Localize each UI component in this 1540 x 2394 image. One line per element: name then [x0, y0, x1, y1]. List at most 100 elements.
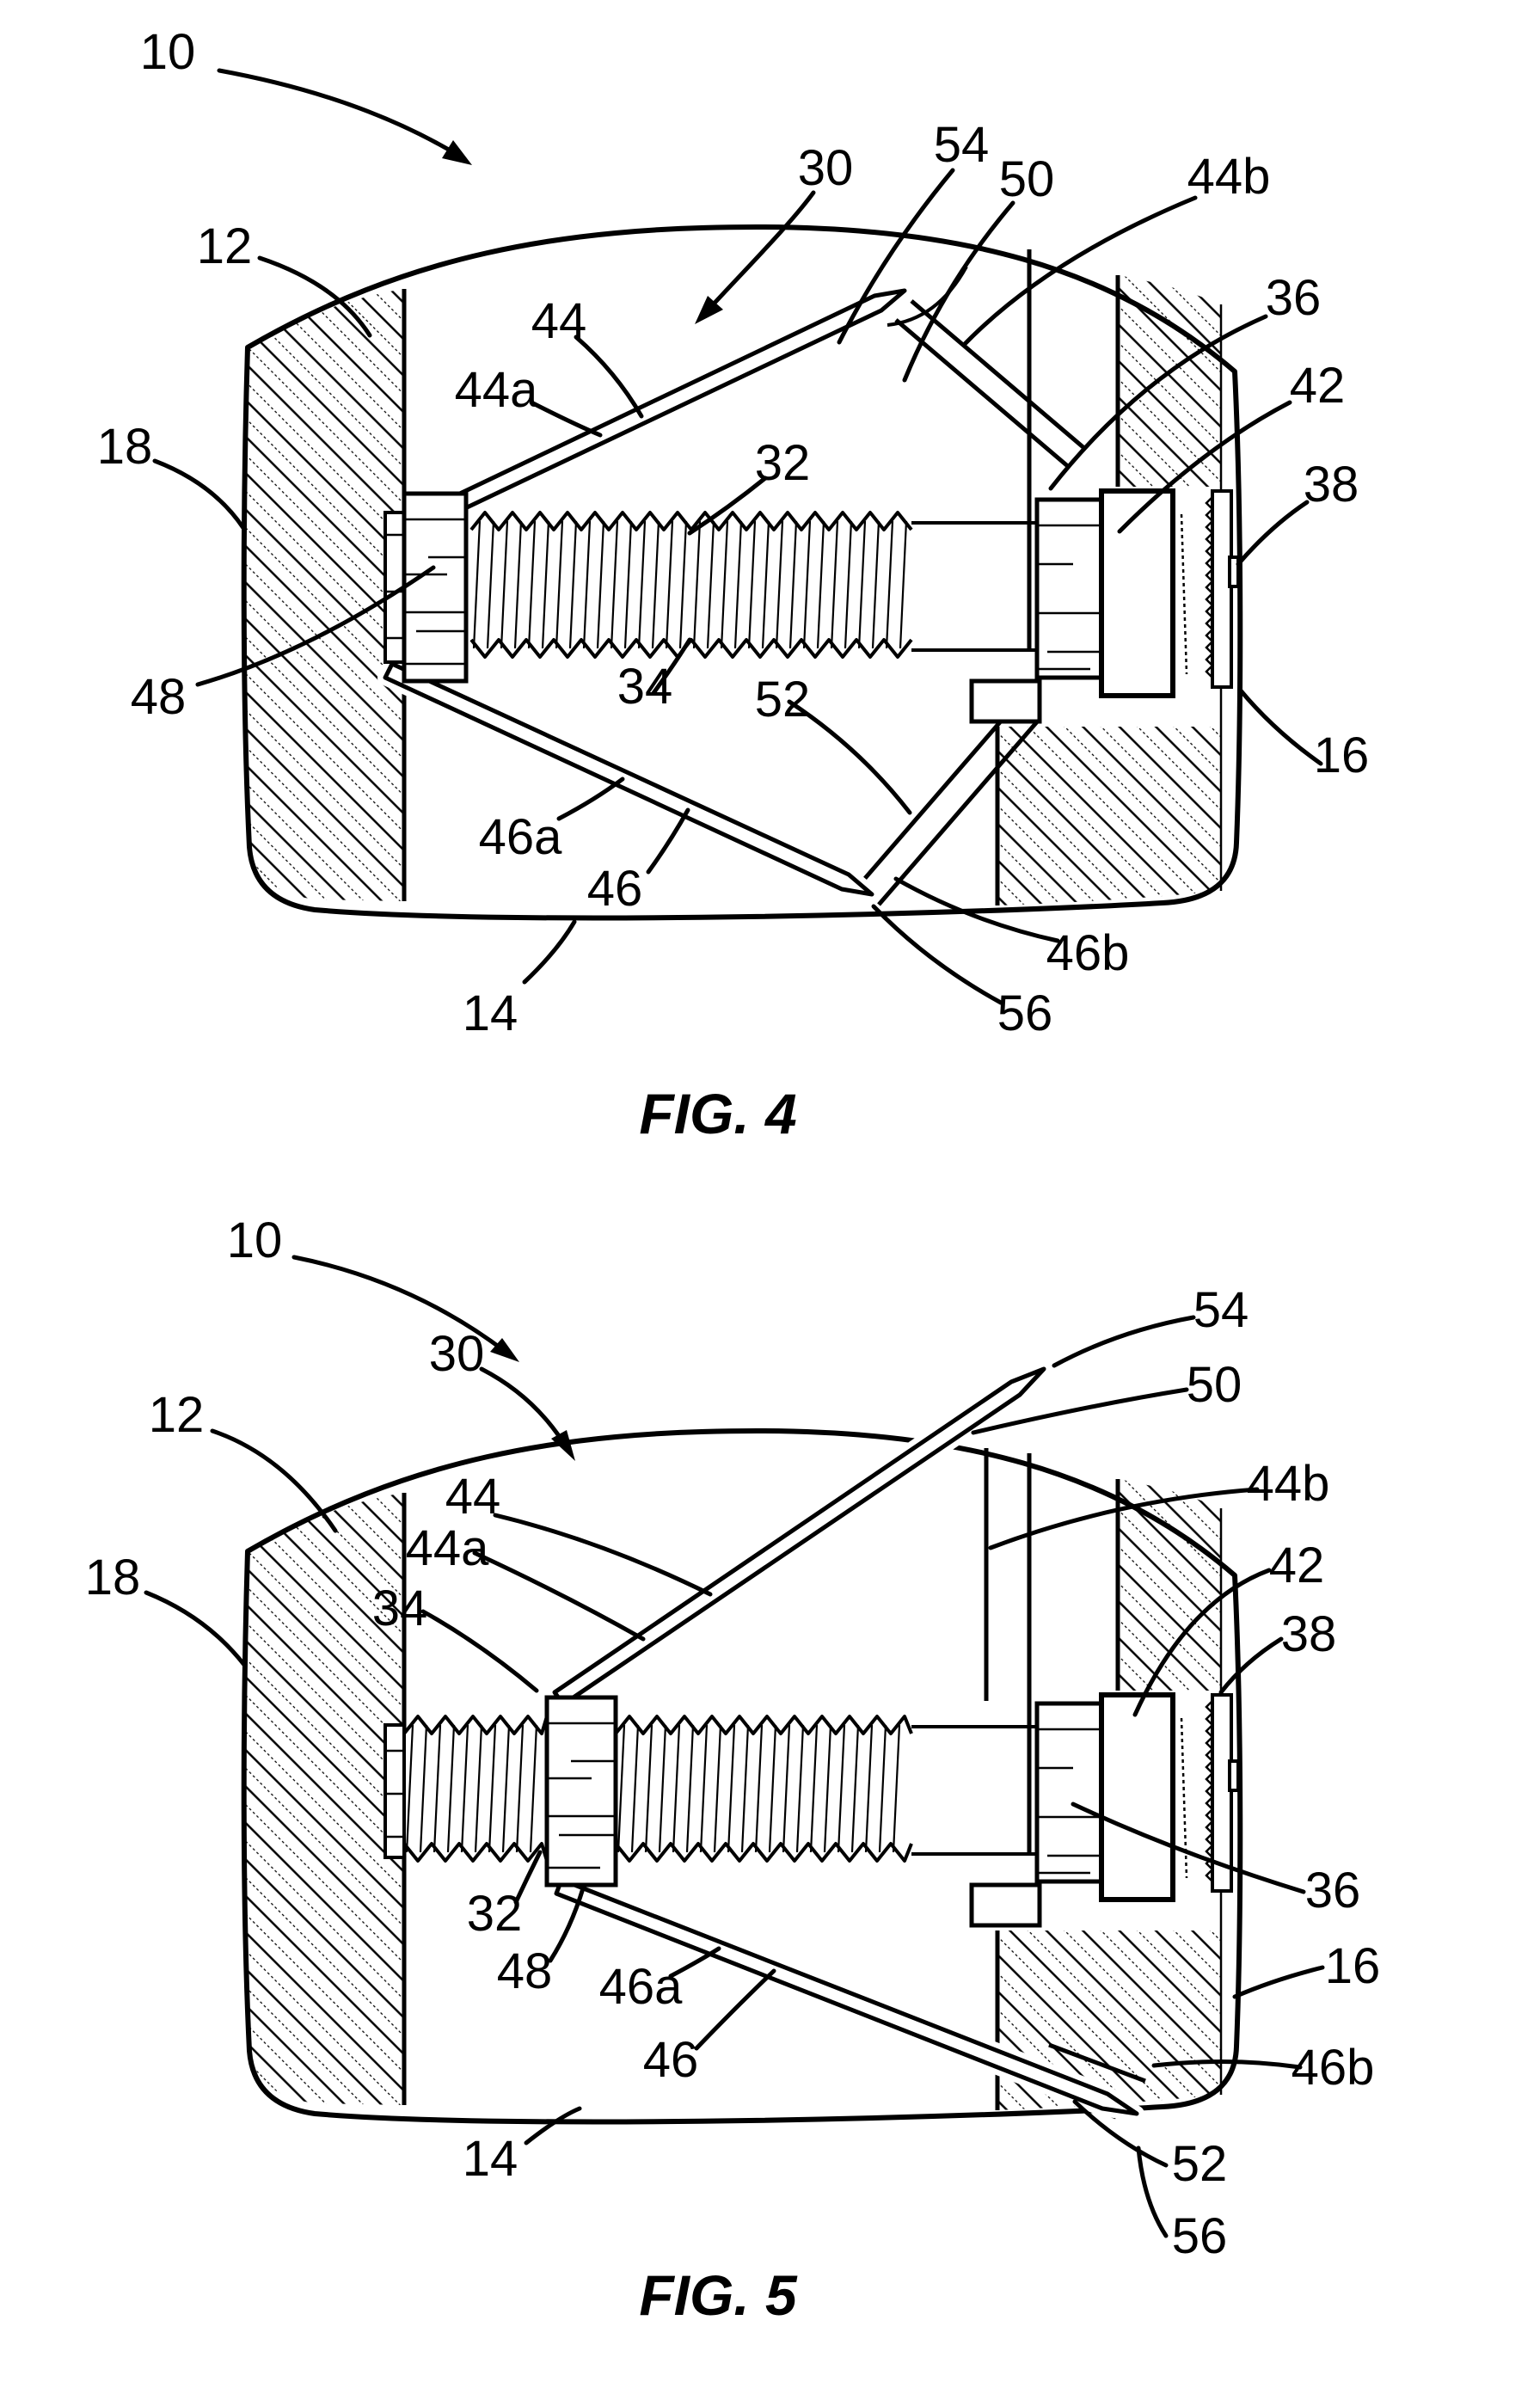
thread-crest-top [469, 511, 913, 531]
ref-label-48: 48 [131, 669, 187, 725]
ref-label-56: 56 [1172, 2208, 1228, 2264]
fig5-screw-threads-left [402, 1715, 549, 1863]
ref-label-38: 38 [1304, 457, 1359, 513]
fig5-plate-serration [1205, 1700, 1214, 1882]
leader-44b [988, 1487, 1260, 1550]
leader-52 [787, 699, 912, 815]
leader-14 [524, 2106, 582, 2145]
leader-46a [668, 1946, 721, 1979]
leader-32 [687, 476, 768, 536]
ref-label-44a: 44a [406, 1520, 490, 1576]
ref-label-32: 32 [467, 1886, 523, 1942]
thread-flank-lines [405, 1724, 538, 1853]
ref-label-42: 42 [1290, 358, 1346, 414]
fig5-left-collar-plate [383, 1723, 406, 1859]
fig5-upper-pin [547, 1361, 1052, 1712]
fig4-bore-collar [1034, 497, 1104, 680]
ref-label-48: 48 [497, 1943, 553, 1999]
fig5-lower-bore-block [969, 1882, 1042, 1928]
fig5-bore-collar [1034, 1701, 1104, 1884]
thread-crest-bottom [402, 1842, 549, 1863]
leader-10 [217, 68, 460, 157]
fig5-head-interface-line [1180, 1717, 1188, 1879]
ref-label-12: 12 [149, 1387, 205, 1443]
leader-44 [574, 335, 644, 419]
fig4-upper-pin [380, 283, 912, 549]
fig4-lower-pin [377, 656, 880, 902]
leader-16 [1237, 687, 1323, 766]
fig5-screw-threads-right [614, 1715, 913, 1863]
fig5-right-wall-hatch-upper [1118, 1479, 1221, 1691]
fig4-screw-head [1099, 488, 1175, 698]
ref-label-46b: 46b [1292, 2040, 1375, 2096]
leader-32 [513, 1850, 543, 1905]
arrowhead-30 [695, 296, 723, 324]
leader-46 [646, 807, 690, 875]
ref-label-44b: 44b [1247, 1456, 1330, 1512]
ref-label-46a: 46a [479, 809, 563, 865]
ref-label-38: 38 [1281, 1606, 1337, 1662]
leader-36 [1071, 1802, 1306, 1894]
ref-label-10: 10 [140, 24, 196, 80]
ref-label-36: 36 [1305, 1863, 1361, 1918]
leader-44a [529, 400, 603, 438]
plate-serrated-edge [1205, 1700, 1214, 1882]
leader-42 [1132, 1568, 1272, 1717]
ref-label-44a: 44a [455, 362, 539, 418]
leader-56 [871, 904, 1003, 1005]
arrowhead-30 [551, 1430, 575, 1461]
fig4-right-wall-hatch-upper [1118, 275, 1221, 487]
ref-label-54: 54 [1193, 1282, 1249, 1338]
ref-label-42: 42 [1269, 1538, 1325, 1593]
thread-flank-lines [617, 1724, 901, 1853]
ref-label-50: 50 [1187, 1357, 1242, 1413]
fig4-screw-shank-lines [911, 521, 1037, 652]
plate-serrated-edge [1205, 496, 1214, 678]
ref-label-16: 16 [1314, 727, 1370, 783]
figure-4-drawing: 10 12 18 48 44 44a 30 32 54 50 44b 36 42… [97, 24, 1370, 1145]
leader-56 [1136, 2145, 1169, 2238]
leader-16 [1232, 1965, 1325, 1999]
fig5-screw-shank-lines [911, 1725, 1037, 1856]
leader-30 [479, 1366, 568, 1449]
leader-46a [556, 777, 625, 821]
leader-38 [1236, 500, 1310, 567]
fig4-head-interface-line [1180, 513, 1188, 675]
leader-34 [651, 637, 692, 696]
leader-44 [493, 1513, 713, 1597]
thread-flank-lines [472, 520, 908, 649]
fig5-plate-slot-notch [1228, 1759, 1240, 1792]
ref-label-52: 52 [1172, 2136, 1228, 2192]
ref-label-10: 10 [227, 1212, 283, 1268]
leader-46b [1151, 2059, 1303, 2070]
leader-46b [893, 876, 1060, 943]
fig4-nut-block [402, 491, 469, 684]
leader-50 [902, 200, 1015, 383]
ref-label-36: 36 [1266, 270, 1322, 326]
ref-label-46: 46 [587, 861, 643, 917]
ref-label-14: 14 [463, 985, 518, 1041]
ref-label-44: 44 [531, 293, 587, 349]
ref-label-12: 12 [197, 218, 253, 274]
fig4-upper-bore-lines [894, 299, 1087, 470]
leader-42 [1117, 400, 1292, 534]
fig5-nut-block [544, 1695, 618, 1888]
figure-4-caption: FIG. 4 [639, 1082, 796, 1145]
ref-label-18: 18 [97, 419, 153, 475]
ref-label-18: 18 [85, 1550, 141, 1605]
figure-5-caption: FIG. 5 [639, 2263, 798, 2327]
thread-crest-top [402, 1715, 549, 1735]
arrowhead-10 [490, 1338, 519, 1362]
ref-label-50: 50 [999, 151, 1055, 207]
leader-52 [1072, 2099, 1169, 2168]
ref-label-46: 46 [643, 2032, 699, 2088]
ref-label-30: 30 [429, 1326, 485, 1382]
leader-50 [971, 1387, 1189, 1435]
ref-label-30: 30 [798, 140, 854, 196]
leader-12 [210, 1428, 338, 1533]
leader-18 [144, 1590, 247, 1667]
thread-crest-bottom [614, 1842, 913, 1863]
fig5-body-outline [241, 1428, 1243, 2125]
